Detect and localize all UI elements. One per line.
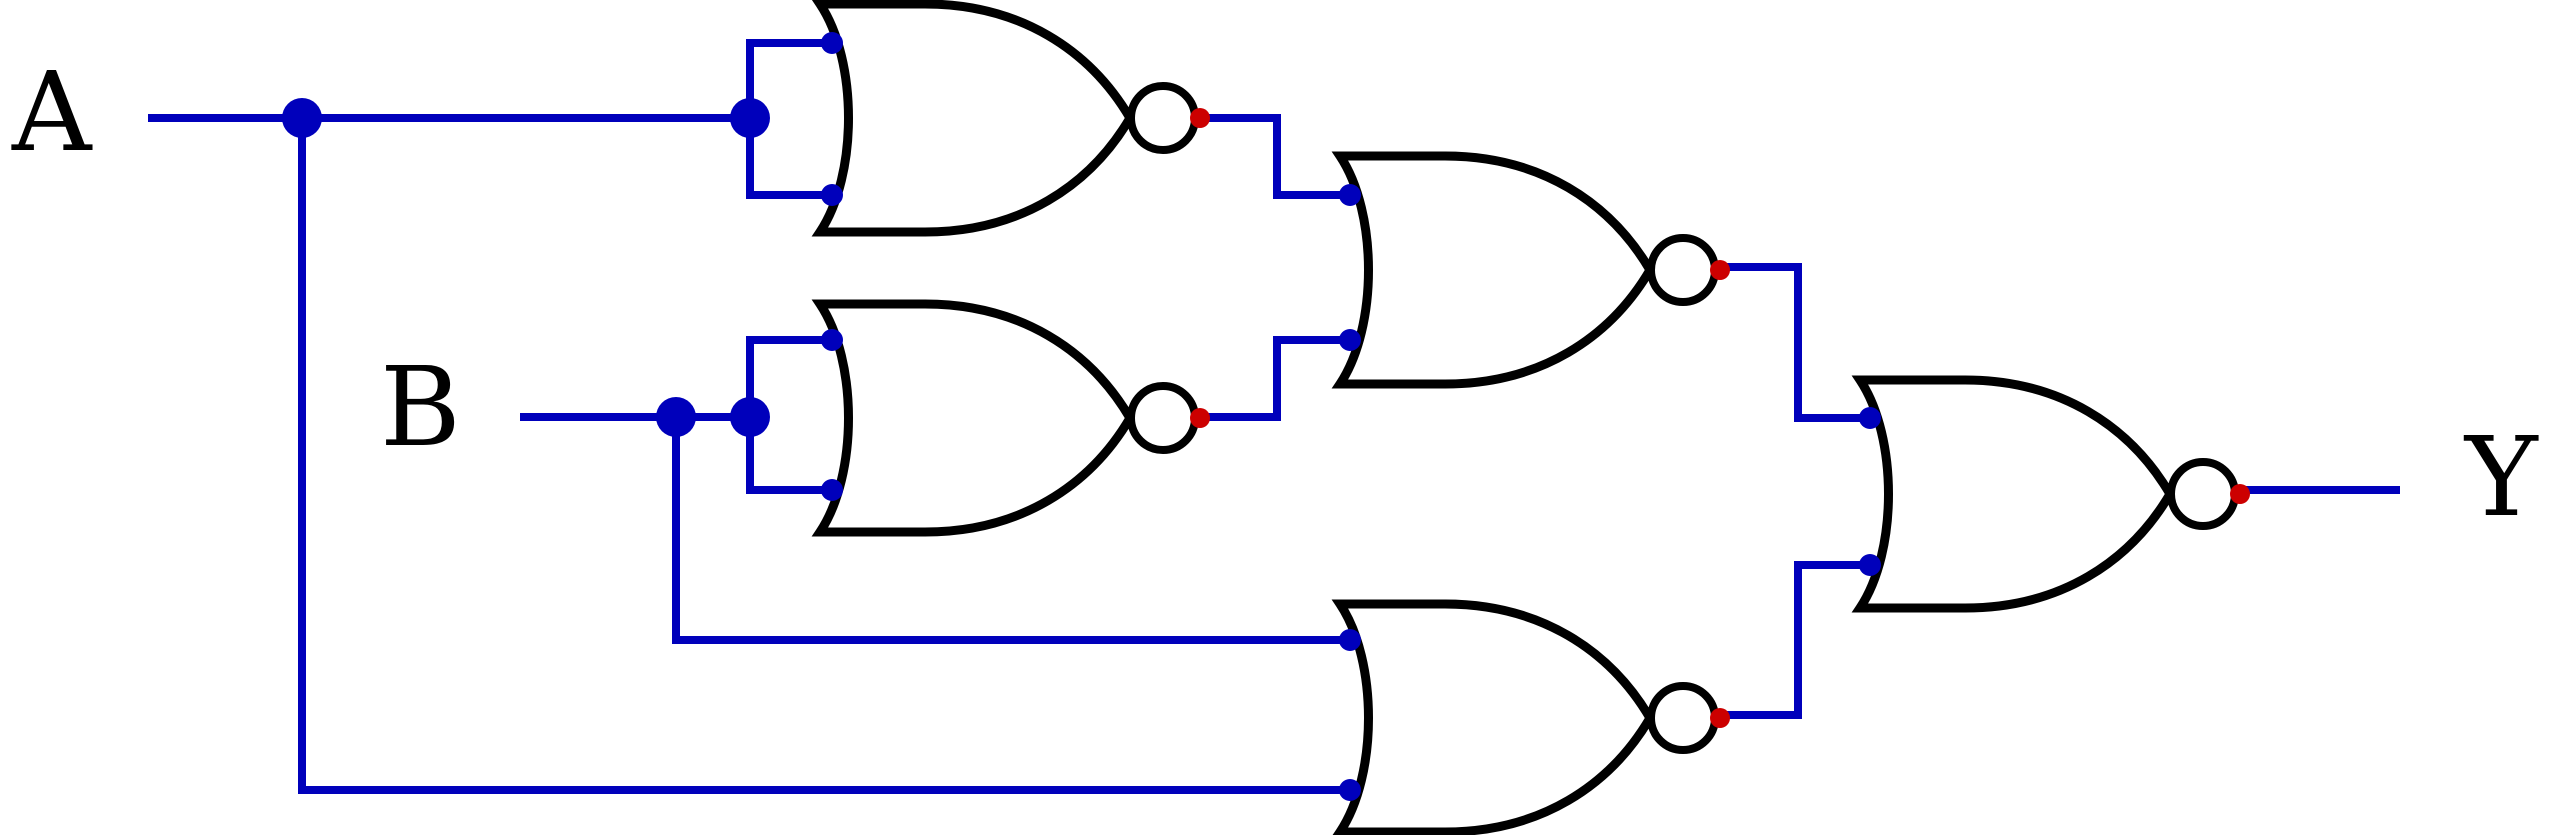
inversion-bubble <box>1647 682 1719 754</box>
nor-gate-5 <box>1851 375 2250 613</box>
gates <box>811 0 2250 835</box>
wire-gate2-to-gate3 <box>1200 336 1350 421</box>
output-pin-dot <box>1190 108 1210 128</box>
wire-a-to-gate1-bottom <box>746 118 832 199</box>
pin-gate5-in1 <box>1859 407 1881 429</box>
inversion-bubble <box>2167 458 2239 530</box>
pin-gate1-in1 <box>821 32 843 54</box>
nor-gate-4 <box>1331 599 1730 835</box>
inversion-bubble <box>1127 382 1199 454</box>
output-pin-dot <box>1710 708 1730 728</box>
pin-gate4-in1 <box>1339 629 1361 651</box>
nor-gate-2 <box>811 299 1210 537</box>
wires <box>148 39 2400 794</box>
pin-gate3-in1 <box>1339 184 1361 206</box>
input-label-b: B <box>380 343 461 471</box>
pin-gate4-in2 <box>1339 779 1361 801</box>
input-pins <box>821 32 1881 801</box>
pin-gate3-in2 <box>1339 329 1361 351</box>
junctions <box>282 98 770 437</box>
nor-gate-1 <box>811 0 1210 237</box>
nor-gate-body <box>1851 375 2176 613</box>
nor-gate-body <box>811 299 1136 537</box>
wire-b-to-gate4 <box>672 417 1350 644</box>
nor-gate-body <box>1331 151 1656 389</box>
pin-gate1-in2 <box>821 184 843 206</box>
wire-gate3-to-gate5 <box>1720 263 1870 422</box>
pin-gate5-in2 <box>1859 554 1881 576</box>
pin-gate2-in1 <box>821 329 843 351</box>
output-pin-dot <box>1710 260 1730 280</box>
wire-gate4-to-gate5 <box>1720 561 1870 719</box>
wire-b-to-gate2-bottom <box>746 417 832 494</box>
wire-gate1-to-gate3 <box>1200 114 1350 199</box>
wire-a-to-gate4 <box>298 118 1350 794</box>
wire-a-to-gate1-top <box>746 39 832 118</box>
output-label-y: Y <box>2463 413 2539 541</box>
wire-b-to-gate2-top <box>746 336 832 417</box>
nor-gate-body <box>811 0 1136 237</box>
inversion-bubble <box>1127 82 1199 154</box>
junction-dot-a-branch <box>282 98 322 138</box>
output-pin-dot <box>1190 408 1210 428</box>
junction-dot-b-branch <box>656 397 696 437</box>
inversion-bubble <box>1647 234 1719 306</box>
output-pin-dot <box>2230 484 2250 504</box>
junction-dot-a-split <box>730 98 770 138</box>
pin-gate2-in2 <box>821 479 843 501</box>
nor-gate-3 <box>1331 151 1730 389</box>
nor-gate-body <box>1331 599 1656 835</box>
input-label-a: A <box>11 48 93 176</box>
junction-dot-b-split <box>730 397 770 437</box>
